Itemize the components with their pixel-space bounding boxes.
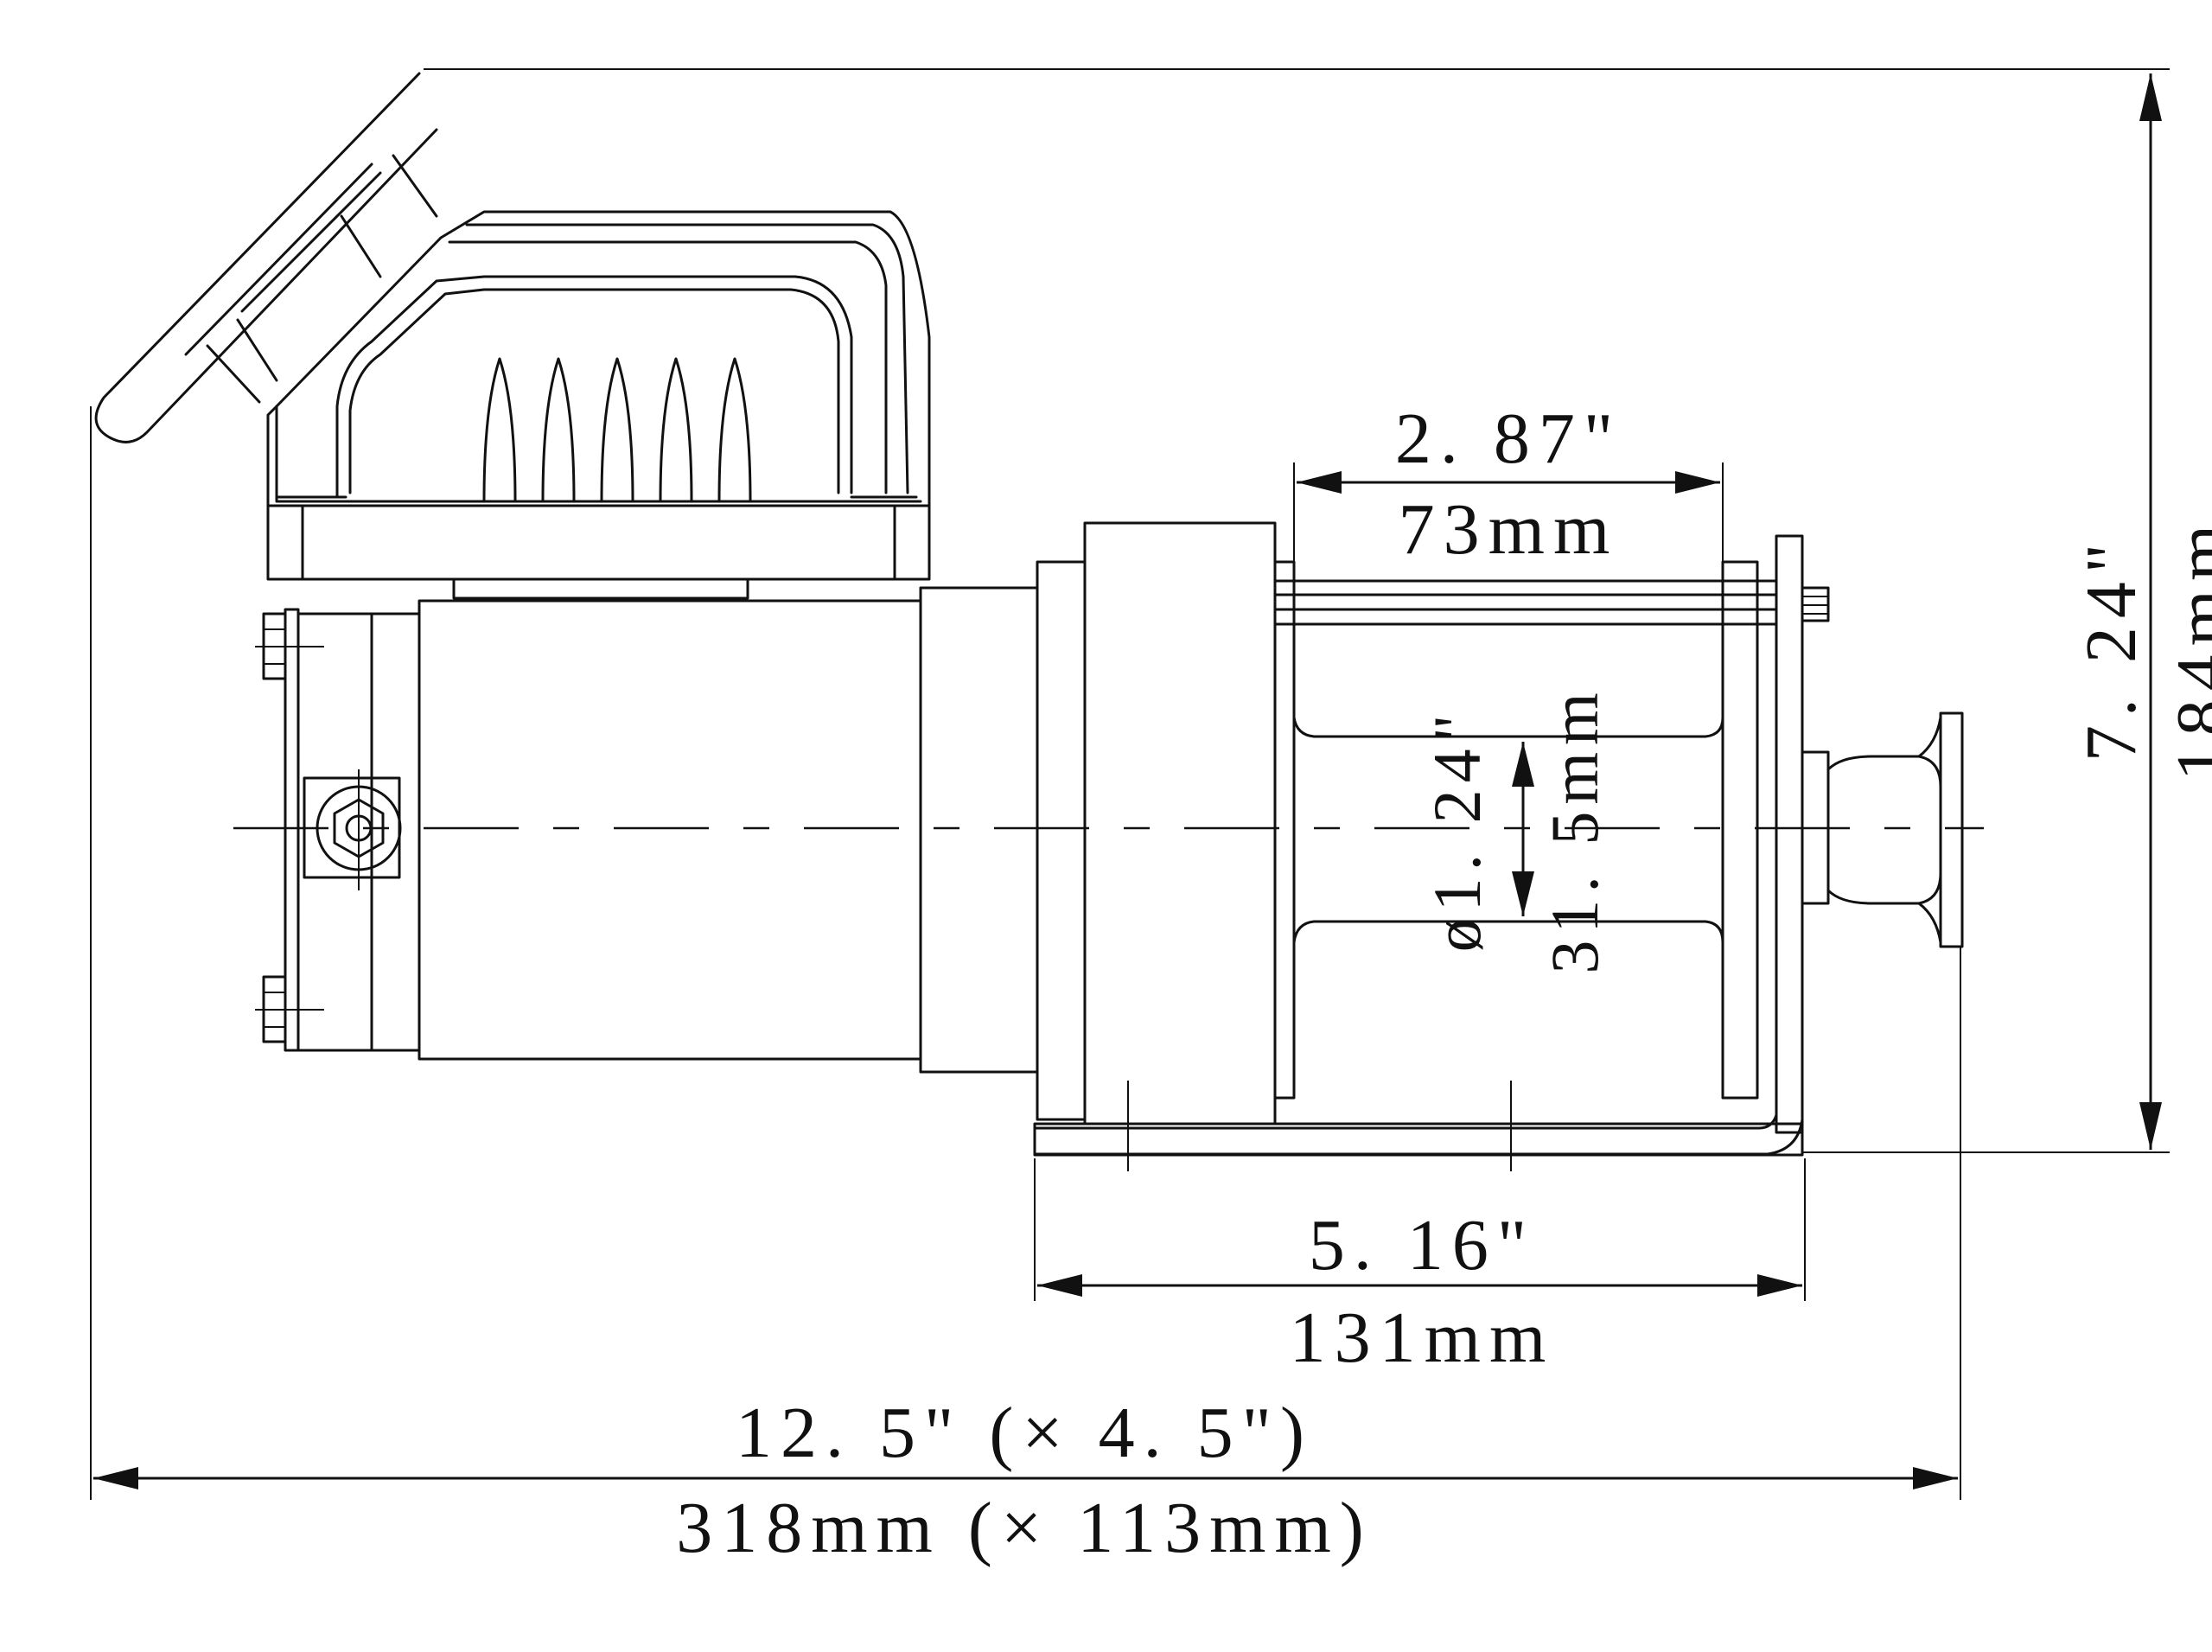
length-inches-label: 12. 5" (× 4. 5") xyxy=(736,1393,1313,1473)
height-mm-label: 184mm xyxy=(2162,516,2212,781)
drum-diameter-dimension: ø1. 24" 31. 5mm xyxy=(1419,686,1612,973)
drum-length-dimension: 2. 87" 73mm xyxy=(1293,399,1724,570)
gearbox-drum xyxy=(1033,521,1964,1156)
length-mm-label: 318mm (× 113mm) xyxy=(676,1488,1373,1568)
length-dimension: 12. 5" (× 4. 5") 318mm (× 113mm) xyxy=(90,406,1961,1568)
base-inches-label: 5. 16" xyxy=(1309,1205,1535,1285)
control-box xyxy=(94,72,931,600)
drum-length-mm-label: 73mm xyxy=(1399,489,1619,570)
height-inches-label: 7. 24" xyxy=(2071,535,2151,762)
drum-diameter-inches-label: ø1. 24" xyxy=(1419,708,1495,953)
base-plate xyxy=(1033,1081,1804,1171)
motor xyxy=(255,586,1039,1074)
drum-length-inches-label: 2. 87" xyxy=(1395,399,1622,479)
base-dimension: 5. 16" 131mm xyxy=(1034,1158,1806,1378)
base-mm-label: 131mm xyxy=(1290,1298,1555,1378)
height-dimension: 7. 24" 184mm xyxy=(424,68,2212,1153)
drum-diameter-mm-label: 31. 5mm xyxy=(1537,686,1612,973)
